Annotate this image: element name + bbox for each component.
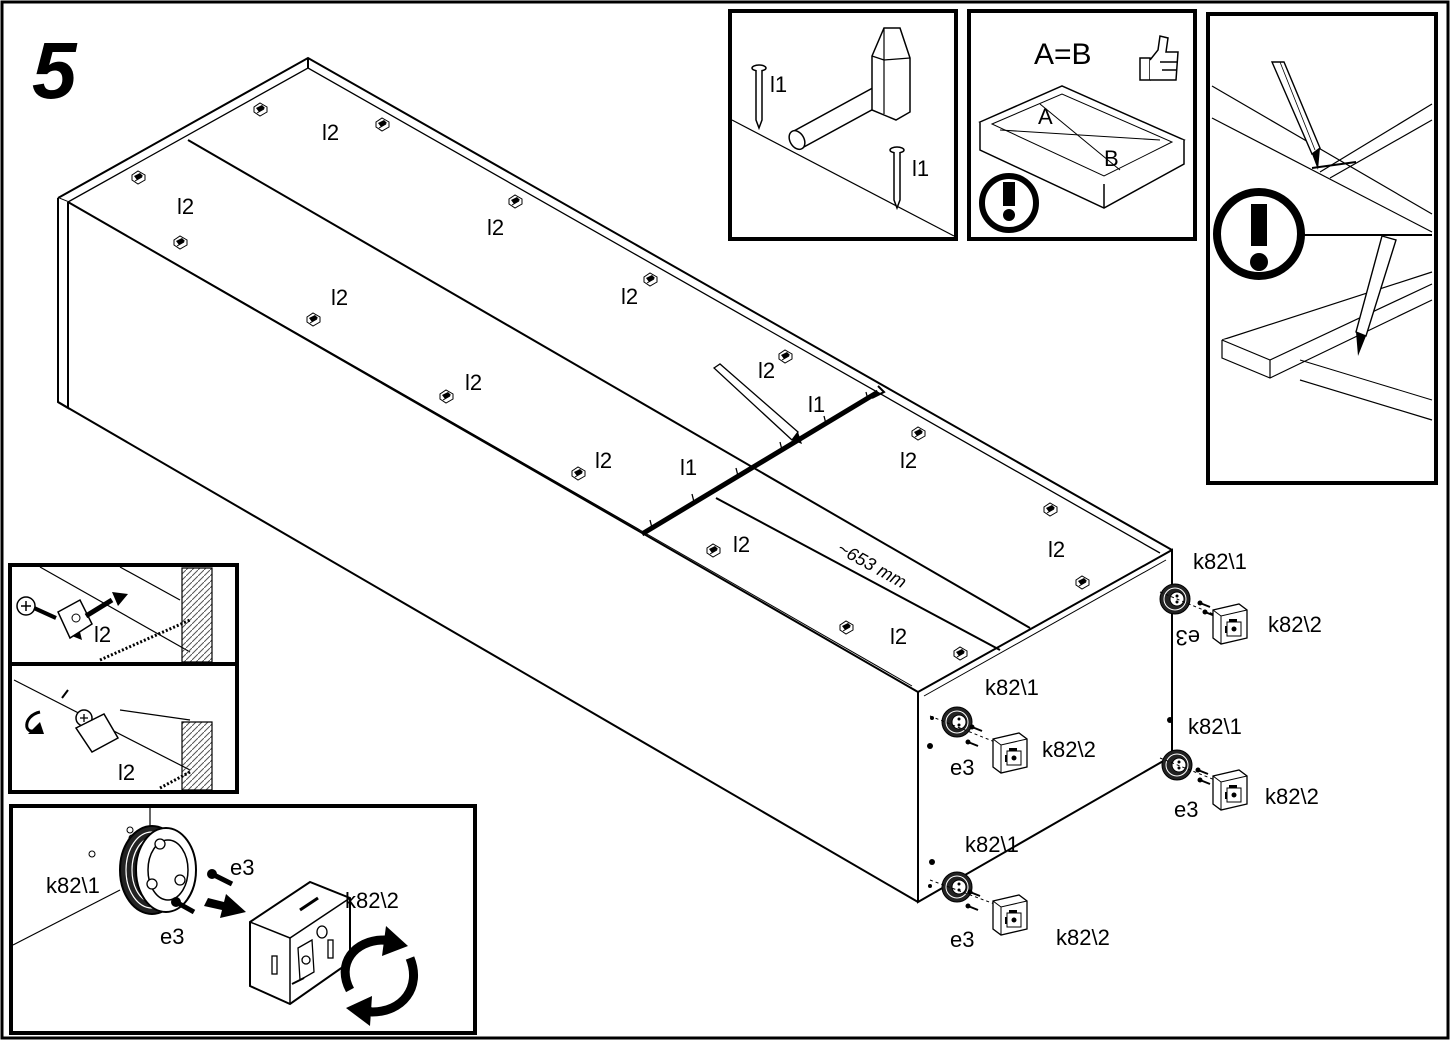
rotate-arrows-icon [340, 926, 419, 1026]
inset-diagonal-check: A=B A B [967, 9, 1197, 241]
feet-labels: k82\1 k82\2 e3 k82\1 k82\1 k82\2 e3 k82\… [950, 549, 1322, 952]
label-e3-flipped: e3 [1176, 625, 1200, 650]
label-l1: l1 [808, 392, 825, 417]
label-k82-2: k82\2 [345, 888, 399, 913]
label-k82-1: k82\1 [46, 873, 100, 898]
diag-label-b: B [1104, 146, 1119, 171]
label-l2: l2 [118, 760, 135, 785]
label-k82-1: k82\1 [985, 675, 1039, 700]
inset-pencil-mark [1206, 12, 1438, 485]
label-l2: l2 [621, 284, 638, 309]
label-e3: e3 [950, 927, 974, 952]
label-e3: e3 [950, 755, 974, 780]
label-k82-2: k82\2 [1056, 925, 1110, 950]
inset-nail-hammer: l1 l1 [728, 9, 958, 241]
label-e3: e3 [230, 855, 254, 880]
label-l2: l2 [758, 358, 775, 383]
label-l2: l2 [465, 370, 482, 395]
label-l2: l2 [1048, 537, 1065, 562]
label-l2: l2 [733, 532, 750, 557]
label-l1: l1 [912, 156, 929, 181]
inset-bracket-screw: l2 l2 [8, 563, 239, 794]
label-l2: l2 [331, 285, 348, 310]
thumbs-up-icon [1139, 35, 1179, 81]
inset-foot-assembly: e3 e3 k82\1 k82\2 [9, 804, 477, 1035]
label-k82-2: k82\2 [1042, 737, 1096, 762]
label-l2: l2 [487, 215, 504, 240]
label-k82-2: k82\2 [1265, 784, 1319, 809]
label-l2: l2 [322, 120, 339, 145]
dimension-label: ~653 mm [834, 538, 910, 592]
label-l2: l2 [890, 624, 907, 649]
label-l1: l1 [770, 72, 787, 97]
label-e3: e3 [1174, 797, 1198, 822]
label-l2: l2 [595, 448, 612, 473]
label-k82-1: k82\1 [1193, 549, 1247, 574]
foot-disc [119, 825, 197, 915]
label-k82-1: k82\1 [965, 832, 1019, 857]
label-k82-2: k82\2 [1268, 612, 1322, 637]
label-l2: l2 [177, 194, 194, 219]
label-k82-1: k82\1 [1188, 714, 1242, 739]
label-l2: l2 [94, 622, 111, 647]
cabinet-feet [927, 583, 1248, 936]
exclamation-circle-icon [1213, 188, 1305, 280]
label-e3: e3 [160, 924, 184, 949]
label-l1: l1 [680, 455, 697, 480]
diag-label-a: A [1038, 104, 1053, 129]
equation-text: A=B [1034, 38, 1092, 71]
step-number: 5 [32, 26, 78, 115]
label-l2: l2 [900, 448, 917, 473]
center-batten [640, 363, 1001, 651]
exclamation-circle-icon [979, 173, 1039, 233]
